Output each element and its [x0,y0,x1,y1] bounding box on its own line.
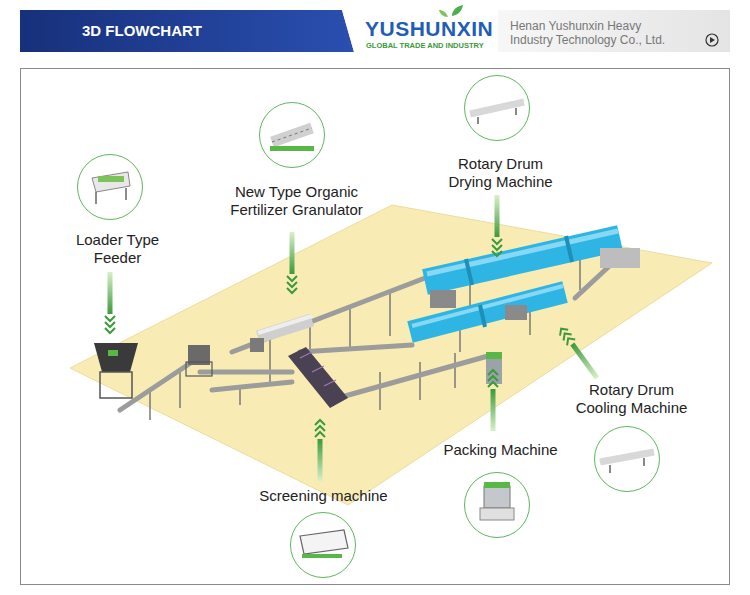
dryer-rings [466,236,572,285]
leg [389,291,391,336]
cooler-ring [480,305,485,327]
packing-icon-base [480,508,514,520]
feeder-icon-leg [95,192,97,204]
belt-conveyor [345,356,488,396]
pointer-arrow [488,370,498,431]
feeder-icon-mark [98,176,124,182]
icon-backdrop [465,473,529,537]
screen-icon-base [302,554,342,558]
pointer-arrow [557,326,601,381]
granulator-icon-detail [272,128,312,142]
rib [300,352,312,358]
floor-plate [70,205,712,505]
cooler-icon-leg [609,465,611,473]
cooler-icon-leg [643,458,645,466]
logo-leaf [439,10,448,17]
logo-tagline: GLOBAL TRADE AND INDUSTRY [366,41,484,50]
feeder-icon-leg [125,188,127,200]
ring [566,236,572,262]
machine-icon-circle: Packing Machine [464,472,530,538]
leg [149,392,151,420]
leg [269,337,271,385]
frame [21,69,730,585]
belt-conveyor [200,370,292,375]
icon-backdrop [78,155,142,219]
machine-label: New Type Organic Fertilizer Granulator [222,183,372,219]
machine-icon-circle: New Type Organic Fertilizer Granulator [259,102,325,168]
logo-leaf [452,5,463,16]
packing-icon [484,486,510,508]
mixer-frame [186,362,212,376]
pointer-arrow [105,272,115,333]
cooler-icon [600,452,654,462]
feeder-icon [92,172,130,192]
icon-backdrop [260,103,324,167]
logo-text: YUSHUNXIN [365,17,493,41]
packing-icon-top [484,482,510,488]
dryer-icon-leg [477,117,479,124]
rib [312,366,324,372]
leg [454,353,456,388]
conveyors [120,258,618,410]
icon-backdrop [291,513,355,577]
machine-label: Rotary Drum Cooling Machine [569,381,694,417]
machine-icon-circle: Rotary Drum Drying Machine [464,75,530,141]
machine-label: Rotary Drum Drying Machine [442,155,560,191]
leg [379,372,381,410]
belt-conveyor [212,382,292,390]
pointer-arrow [287,232,297,293]
pointer-arrow [492,195,502,256]
icon-backdrop [465,76,529,140]
machine-label: Loader Type Feeder [63,231,173,267]
company-name: Henan Yushunxin Heavy Industry Technolog… [510,19,675,47]
belt-conveyor [232,278,425,352]
dryer-icon-leg [515,108,517,115]
cooler-base [505,305,527,320]
icon-backdrop [595,427,659,491]
dryer-head [600,248,640,268]
icon-sketches [92,102,654,558]
machine-icon-circle: Screening machine [290,512,356,578]
packing-top [486,352,502,359]
screen-icon [300,530,348,554]
granulator-highlight [258,316,312,333]
company-band [498,10,730,52]
header-notch [342,10,354,52]
leg [179,372,181,408]
cooler-highlight [412,286,563,326]
icon-circles [78,76,659,577]
pointer-arrow [315,420,325,481]
machine-label: Packing Machine [421,441,581,459]
dryer-highlight [427,231,618,274]
granulator-icon-base [270,146,314,151]
dryer-icon [470,102,524,114]
granulator-motor [250,338,264,352]
nav-icon [706,34,718,46]
machine-icon-circle: Rotary Drum Cooling Machine [594,426,660,492]
nav-icon-arrow [710,37,715,43]
ring [466,259,472,285]
rib [324,380,336,386]
feeder-mark [108,350,118,356]
rotary-cooler [410,292,565,332]
machine-icon-circle: Loader Type Feeder [77,154,143,220]
machine-label: Screening machine [239,487,409,505]
belt-conveyor [300,345,412,352]
leg [419,362,421,400]
screen-ribs [300,352,336,386]
granulator-icon [272,128,312,142]
feeder-hopper [94,343,138,372]
header-band [20,10,354,52]
leg [349,306,351,350]
rotary-dryer [425,238,620,282]
screening-machine [288,347,348,408]
conveyor-legs [150,250,580,420]
header-title: 3D FLOWCHART [82,22,202,40]
feeder-frame [100,372,132,398]
dryer-base [430,290,456,308]
